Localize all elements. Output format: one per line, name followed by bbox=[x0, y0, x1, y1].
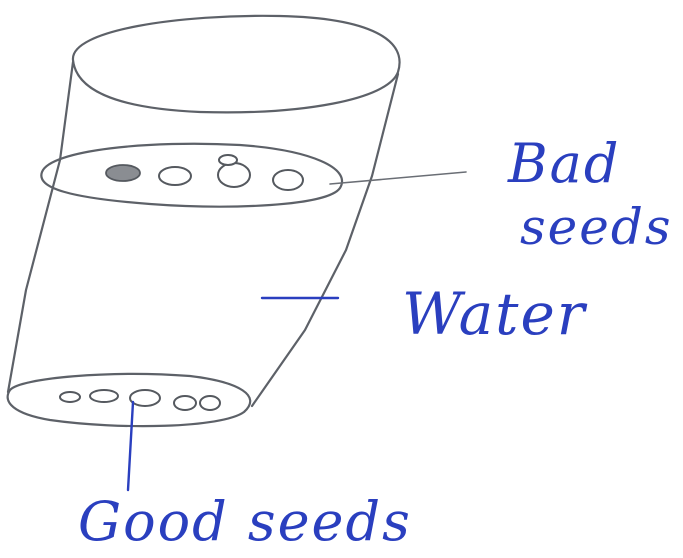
bad-seeds-label-line1: Bad bbox=[507, 132, 620, 195]
bad-seed bbox=[218, 163, 250, 187]
bad-seeds-label-line2: seeds bbox=[520, 198, 673, 256]
bad-seed bbox=[273, 170, 303, 190]
good-seed bbox=[130, 390, 160, 406]
good-seed bbox=[60, 392, 80, 402]
good-seed bbox=[90, 390, 118, 402]
good-seeds bbox=[60, 390, 220, 410]
bad-seeds bbox=[106, 155, 303, 190]
glass-left-wall bbox=[8, 62, 73, 392]
glass bbox=[8, 16, 400, 426]
glass-right-wall bbox=[252, 74, 398, 406]
good-seeds-label: Good seeds bbox=[78, 490, 412, 553]
good-seed bbox=[200, 396, 220, 410]
bad-seeds-pointer bbox=[330, 172, 466, 184]
good-seeds-pointer bbox=[128, 402, 133, 490]
glass-rim bbox=[73, 16, 400, 113]
good-seed bbox=[174, 396, 196, 410]
bad-seed bbox=[219, 155, 237, 165]
water-label: Water bbox=[402, 280, 588, 348]
bad-seed bbox=[106, 165, 140, 181]
bad-seed bbox=[159, 167, 191, 185]
